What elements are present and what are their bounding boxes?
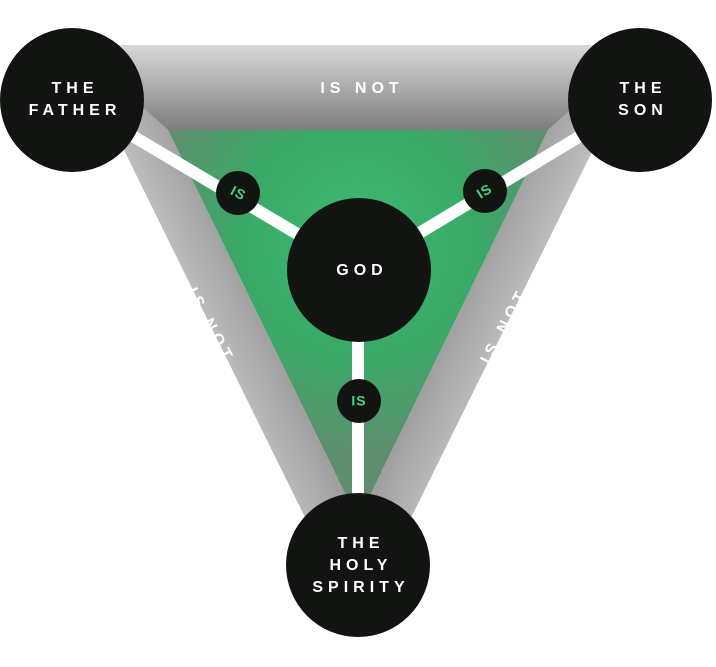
node-father-line-1: THE bbox=[52, 80, 99, 97]
node-god: GOD bbox=[287, 198, 431, 342]
node-father-circle bbox=[0, 28, 144, 172]
is-badge-circle bbox=[463, 169, 507, 213]
band-right bbox=[358, 45, 645, 625]
node-father: THE FATHER bbox=[0, 28, 144, 172]
node-son: THE SON bbox=[568, 28, 712, 172]
node-son-line-1: THE bbox=[620, 80, 667, 97]
node-god-line-1: GOD bbox=[336, 262, 387, 279]
is-badge-label: IS bbox=[351, 393, 366, 409]
node-holy-spirit-line-3: SPIRITY bbox=[312, 579, 409, 596]
node-holy-spirit: THE HOLY SPIRITY bbox=[286, 493, 430, 637]
node-holy-spirit-line-1: THE bbox=[338, 535, 385, 552]
node-son-circle bbox=[568, 28, 712, 172]
node-son-line-2: SON bbox=[618, 102, 668, 119]
node-father-line-2: FATHER bbox=[29, 102, 122, 119]
is-badge-circle bbox=[337, 379, 381, 423]
node-holy-spirit-line-2: HOLY bbox=[330, 557, 393, 574]
is-badge-son: IS bbox=[463, 169, 507, 213]
is-badge-spirit: IS bbox=[337, 379, 381, 423]
band-left bbox=[72, 45, 358, 625]
band-top bbox=[72, 45, 645, 130]
is-not-label-top: IS NOT bbox=[320, 80, 403, 97]
node-god-circle bbox=[287, 198, 431, 342]
is-not-bands bbox=[72, 45, 645, 625]
is-badge-father: IS bbox=[216, 171, 260, 215]
node-holy-spirit-circle bbox=[286, 493, 430, 637]
is-badge-circle bbox=[216, 171, 260, 215]
is-badge-label: IS bbox=[474, 180, 495, 202]
is-badge-label: IS bbox=[228, 182, 249, 203]
